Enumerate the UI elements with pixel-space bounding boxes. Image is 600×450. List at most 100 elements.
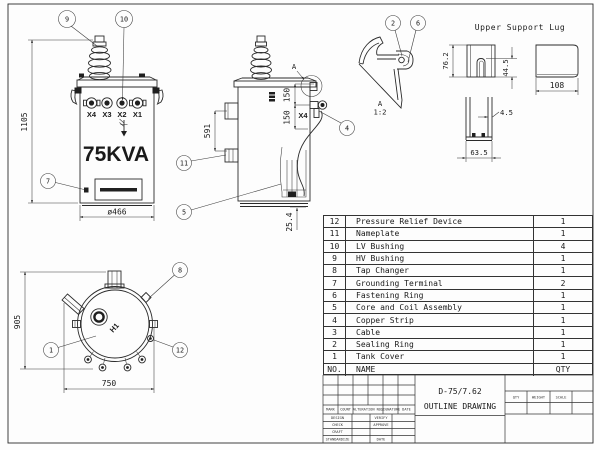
part-qty: 1: [534, 290, 592, 303]
core-and-coil: [279, 146, 307, 198]
role-craft: CRAFT: [332, 430, 344, 434]
part-qty: 1: [534, 351, 592, 364]
upper-support-lug-views: Upper Support Lug 76.2 44.5 108: [441, 23, 579, 162]
lv-terminal-side-label: X4: [298, 111, 308, 120]
part-name: Copper Strip: [346, 314, 534, 327]
part-name: Tank Cover: [346, 351, 534, 364]
svg-text:7: 7: [46, 178, 50, 186]
rev-header-signature: SIGNATURE: [381, 408, 400, 412]
header-no: NO.: [324, 363, 346, 376]
dim-lug-thickness: 4.5: [500, 108, 513, 117]
role-standardize: STANDARDIZE: [326, 438, 350, 442]
lug-title: Upper Support Lug: [475, 23, 565, 32]
svg-text:5: 5: [182, 209, 186, 217]
part-qty: 2: [534, 277, 592, 290]
part-no: 11: [324, 228, 346, 241]
callout-6: 6: [407, 15, 426, 63]
dim-lug-width: 108: [550, 81, 565, 90]
drawing-number: D-75/7.62: [438, 387, 482, 396]
fastening-ring-section: [396, 50, 414, 70]
lv-terminal-label-x4: X4: [87, 110, 97, 119]
part-no: 4: [324, 314, 346, 327]
hv-bushing-top: [90, 308, 108, 326]
tank-body-side: [237, 86, 311, 202]
part-name: Nameplate: [346, 228, 534, 241]
role-check: CHECK: [332, 423, 344, 427]
detail-a-scale: 1:2: [374, 108, 387, 117]
cover-knob: [79, 73, 84, 78]
callout-10: 10: [115, 10, 133, 101]
part-name: HV Bushing: [346, 252, 534, 266]
svg-text:4: 4: [345, 125, 349, 133]
svg-text:9: 9: [65, 16, 69, 24]
dim-total-height: 1105: [20, 112, 29, 131]
header-qty: QTY: [555, 365, 571, 375]
dim-lug-channel: 63.5: [470, 148, 487, 157]
rev-header-count: COUNT: [340, 408, 352, 412]
part-no: 5: [324, 302, 346, 315]
part-no: 1: [324, 351, 346, 364]
svg-text:2: 2: [391, 20, 395, 28]
dim-lug-height: 76.2: [441, 52, 450, 69]
title-block: [322, 374, 593, 443]
part-qty: 1: [534, 314, 592, 327]
part-qty: 1: [534, 327, 592, 339]
header-name: NAME: [346, 363, 534, 376]
front-view: X4 X3 X2 X1 75KVA 1105 ø466: [20, 10, 164, 221]
side-view: A X4 591 150 150 25.4: [176, 35, 355, 232]
copper-strip: [313, 108, 320, 118]
grounding-terminal: [84, 187, 89, 193]
top-view: H1 905 750 8: [13, 262, 188, 393]
tank-cover-top: [77, 286, 153, 362]
spec-header-scale: SCALE: [556, 396, 567, 400]
spec-header-qty: QTY: [513, 396, 520, 400]
lv-bushings-top: [84, 351, 146, 372]
part-no: 12: [324, 216, 346, 229]
detail-a-label: A: [378, 99, 383, 108]
part-name: Grounding Terminal: [346, 277, 534, 290]
dim-lug-spacing: 591: [203, 124, 212, 139]
role-design: DESIGN: [331, 416, 344, 420]
part-name: Fastening Ring: [346, 289, 534, 303]
drawing-title: OUTLINE DRAWING: [424, 402, 496, 411]
part-qty: 1: [534, 265, 592, 278]
fill-pipe: [61, 293, 85, 316]
approval-date: DATE: [377, 438, 386, 442]
part-qty: 1: [534, 302, 592, 315]
dim-base-height: 25.4: [285, 212, 294, 231]
dim-top-height: 905: [13, 315, 22, 330]
pressure-relief-device: [147, 335, 154, 342]
part-name: Tap Changer: [346, 265, 534, 278]
dim-top-width: 750: [102, 379, 117, 388]
part-qty: 1: [534, 228, 592, 241]
callout-12: 12: [153, 339, 188, 358]
part-no: 9: [324, 252, 346, 266]
callout-7: 7: [40, 173, 85, 190]
part-no: 3: [324, 326, 346, 339]
lv-terminal-label-x3: X3: [102, 110, 111, 119]
tank-body-front: [79, 86, 155, 204]
power-rating-label: 75KVA: [83, 143, 149, 166]
part-qty: 1: [534, 339, 592, 352]
spec-header-weight: WEIGHT: [532, 396, 546, 400]
nameplate-side: [224, 148, 239, 163]
dim-bushing-2: 150: [283, 110, 292, 125]
svg-text:11: 11: [180, 160, 188, 168]
approval-verify: VERIFY: [375, 416, 389, 420]
sealing-ring-section: [398, 56, 405, 64]
cover-knob: [139, 73, 145, 78]
rev-header-mark: MARK: [326, 408, 335, 412]
part-name: Sealing Ring: [346, 338, 534, 352]
part-name: Core and Coil Assembly: [346, 302, 534, 315]
callout-9: 9: [58, 10, 98, 47]
nameplate: [94, 178, 143, 201]
part-no: 7: [324, 277, 346, 290]
sheet-border: [7, 3, 594, 444]
part-qty: 1: [534, 253, 592, 266]
dim-lug-slot: 44.5: [501, 59, 510, 76]
svg-text:12: 12: [176, 347, 184, 355]
part-no: 2: [324, 338, 346, 352]
part-name: Pressure Relief Device: [346, 216, 534, 229]
